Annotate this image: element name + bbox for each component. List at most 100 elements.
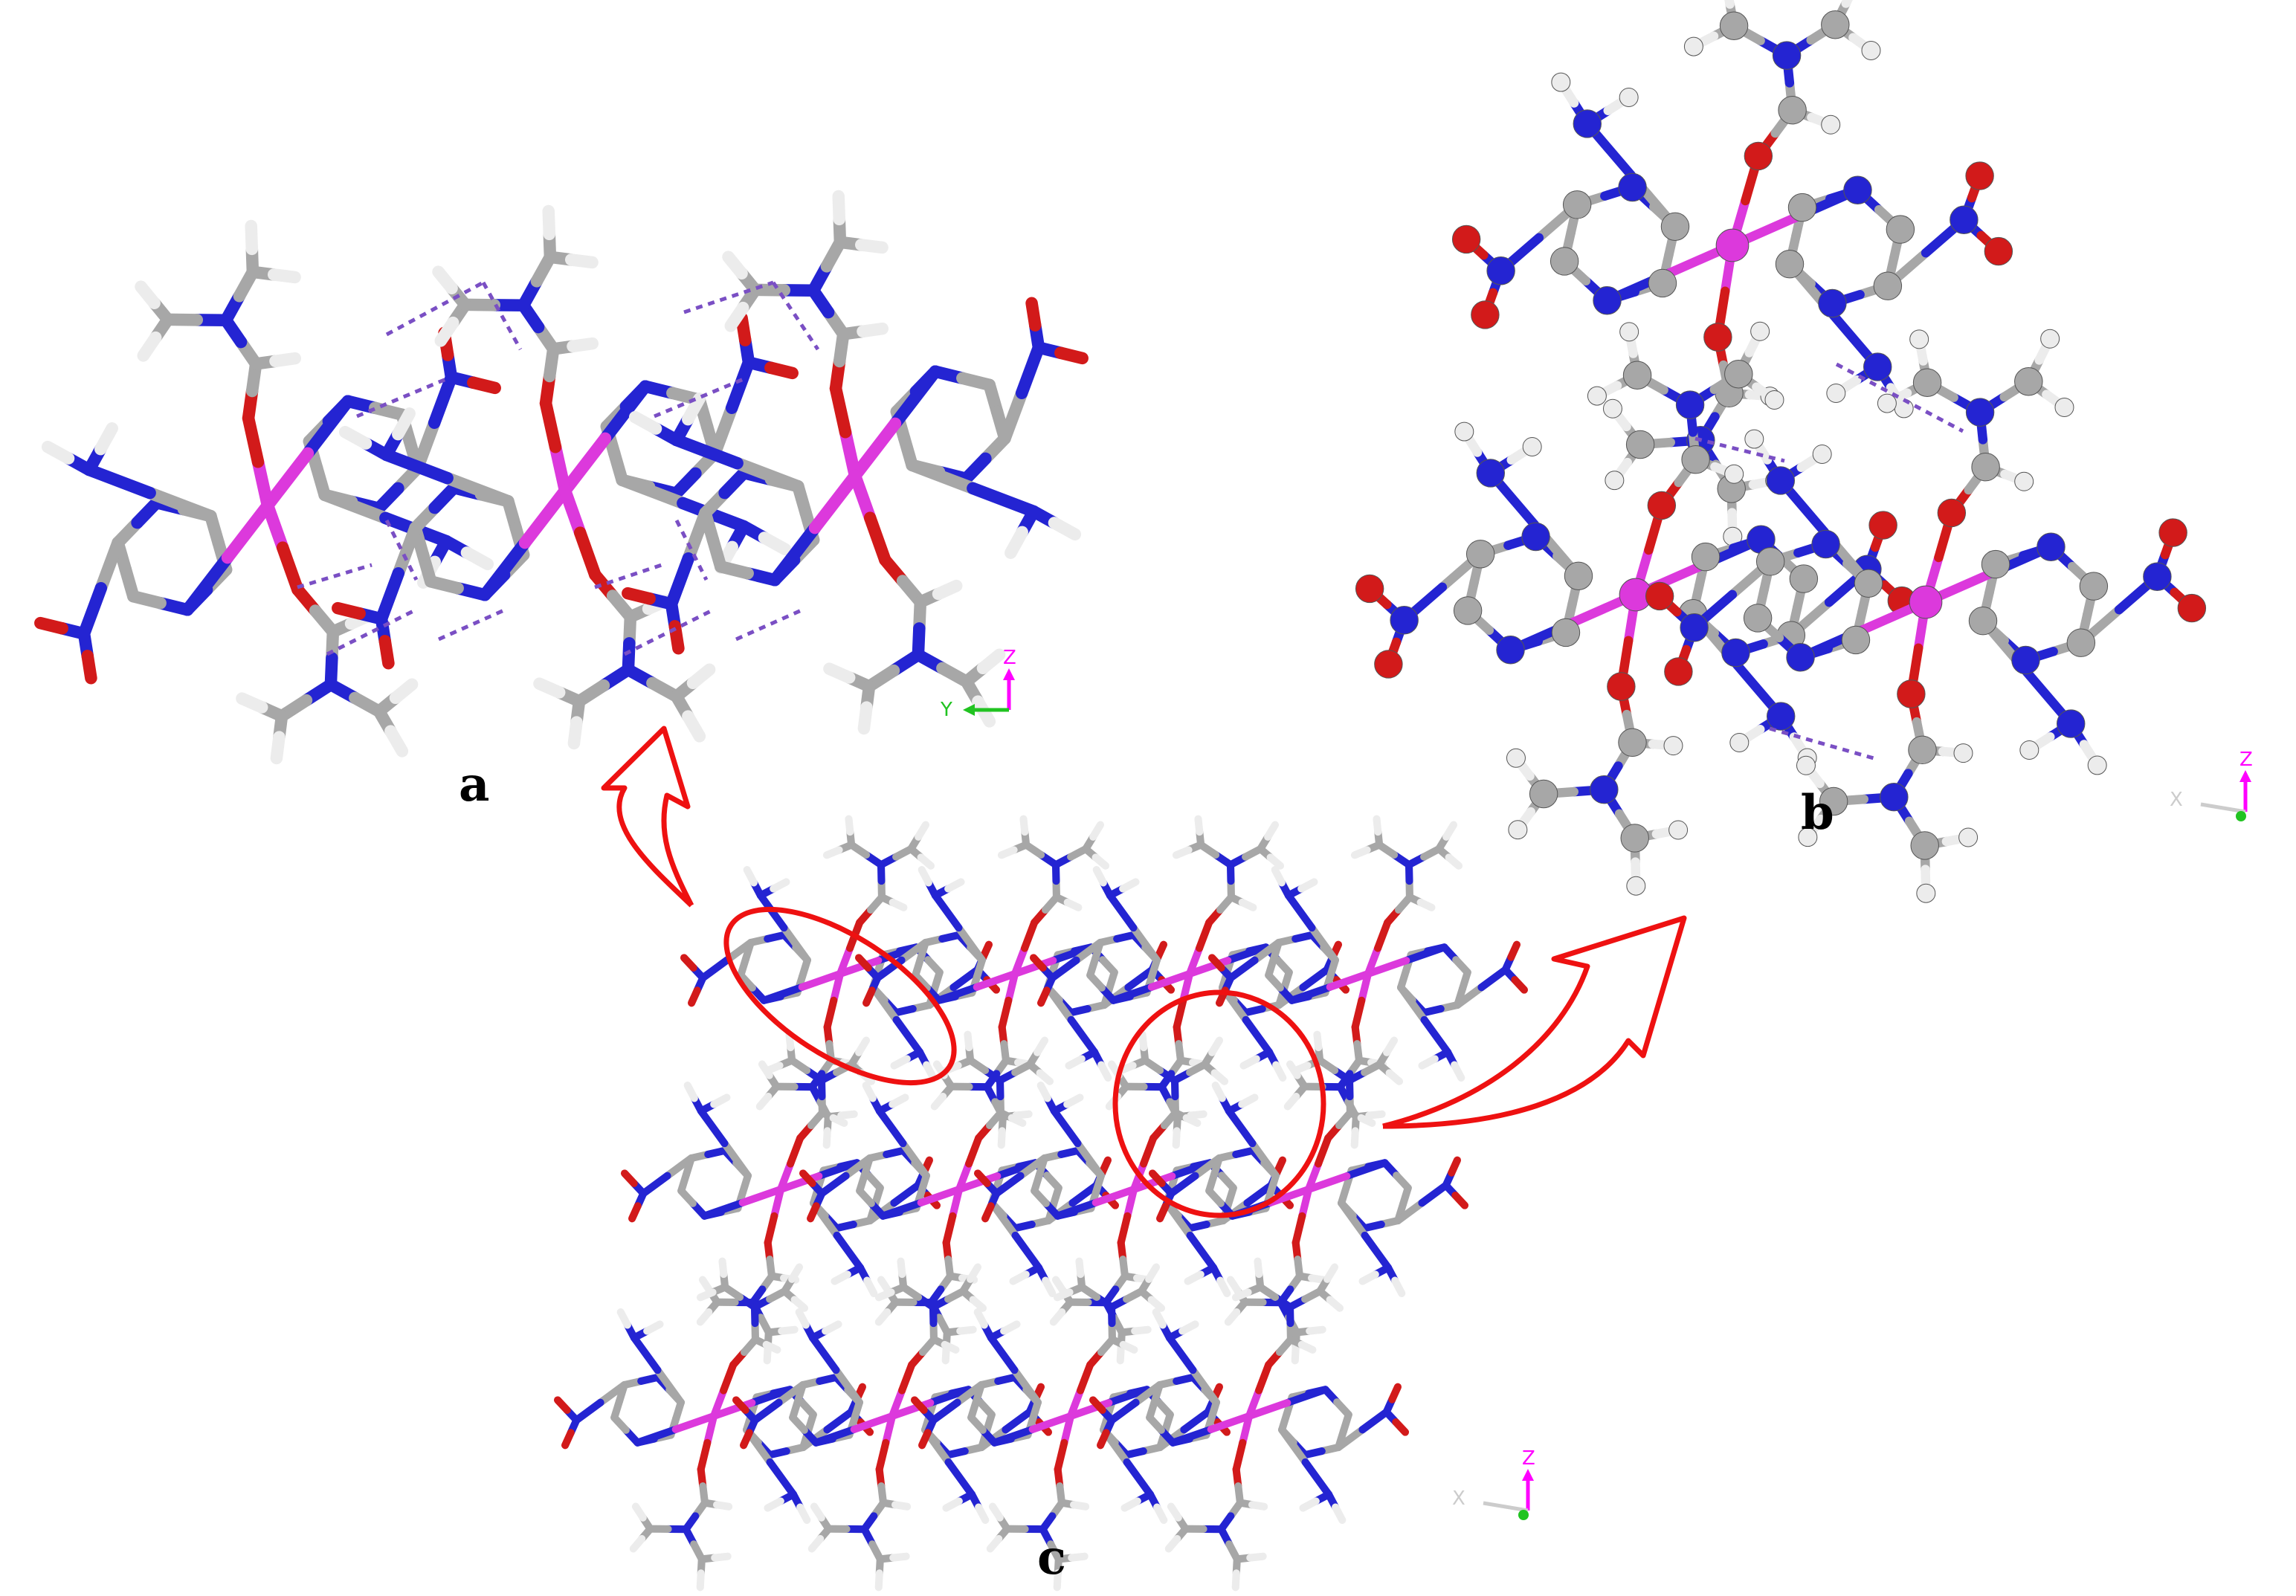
atom	[1981, 550, 2009, 578]
atom	[1454, 597, 1481, 624]
bond-half	[879, 1573, 880, 1587]
bond-half	[1071, 1557, 1084, 1558]
bond-half	[701, 1111, 724, 1143]
atom	[1812, 530, 1839, 558]
bond-half	[1127, 1462, 1150, 1494]
atom	[1522, 523, 1550, 550]
bond-half	[1054, 1111, 1077, 1143]
bond-half	[1236, 1443, 1243, 1470]
bond-half	[935, 1096, 943, 1106]
bond-half	[274, 274, 294, 277]
atom	[1745, 430, 1764, 448]
atom	[1477, 459, 1504, 487]
bond-half	[1390, 1073, 1399, 1081]
atom	[1954, 744, 1973, 763]
metal-complex	[1093, 1261, 1405, 1588]
hydrogen-bond	[439, 610, 506, 639]
bond-half	[723, 1365, 733, 1390]
bond-half	[845, 432, 855, 476]
bond-half	[744, 1432, 749, 1445]
atom	[1767, 702, 1794, 730]
bond-half	[1158, 945, 1164, 957]
atom	[1744, 142, 1772, 169]
bond-half	[900, 1261, 902, 1274]
axis-x-line	[1483, 1503, 1528, 1511]
bond-half	[894, 1059, 907, 1065]
bond-half	[855, 476, 870, 518]
bond-half	[632, 1206, 638, 1218]
atom	[1623, 361, 1651, 389]
bond-half	[1481, 970, 1505, 988]
atom	[1619, 173, 1646, 201]
bond-half	[1231, 1280, 1238, 1291]
bond-half	[1303, 1501, 1316, 1508]
bond-half	[628, 593, 649, 598]
bond-half	[1355, 1001, 1362, 1027]
atom	[2015, 368, 2042, 395]
bond-half	[381, 573, 399, 618]
bond-half	[100, 428, 112, 449]
bond-half	[1335, 1508, 1342, 1520]
bond-half	[565, 1432, 571, 1445]
bond-half	[1171, 1507, 1178, 1518]
bond-half	[345, 432, 366, 443]
bond-half	[558, 1400, 567, 1410]
bond-half	[1016, 1114, 1028, 1116]
bond-half	[1123, 1345, 1135, 1350]
atom	[1603, 399, 1622, 418]
bond-half	[978, 1508, 985, 1520]
bond-half	[385, 641, 389, 663]
bond-half	[1454, 1065, 1461, 1078]
bond-half	[1012, 1118, 1023, 1123]
bond-half	[1257, 1261, 1259, 1274]
bond-half	[1074, 1505, 1086, 1507]
bond-half	[949, 1462, 972, 1494]
bond-half	[1277, 1160, 1283, 1173]
atom	[1552, 73, 1570, 91]
atom	[1959, 828, 1978, 847]
atom	[1877, 394, 1896, 413]
bond-half	[88, 656, 91, 678]
atom	[1913, 369, 1941, 396]
bond-half	[799, 1312, 806, 1325]
bond-half	[1071, 1020, 1094, 1052]
axis-y-arrowhead	[963, 704, 975, 716]
bond-half	[760, 1096, 768, 1106]
hydrogen-bond	[483, 282, 520, 349]
bond-half	[1392, 1387, 1398, 1400]
bond-half	[773, 882, 786, 888]
bond-half	[880, 1111, 903, 1143]
bond-half	[775, 528, 815, 580]
atom	[1590, 775, 1618, 803]
bond-half	[1215, 1073, 1225, 1081]
bond-half	[827, 1131, 828, 1145]
panel-b-hbond-dimer	[1355, 0, 2205, 902]
bond-half	[1093, 825, 1100, 837]
bond-half	[684, 957, 694, 968]
bond-half	[1446, 825, 1454, 837]
bond-half	[985, 1206, 991, 1218]
atom	[1822, 115, 1840, 134]
bond-half	[755, 1403, 778, 1421]
bond-half	[1229, 1111, 1252, 1143]
bond-half	[933, 1403, 957, 1421]
bond-half	[277, 737, 280, 758]
bond-half	[1362, 1412, 1386, 1430]
atom	[1863, 353, 1891, 381]
bond-half	[714, 1097, 726, 1104]
bond-half	[835, 1274, 848, 1281]
bond-half	[1187, 1118, 1198, 1123]
bond-half	[1295, 1346, 1296, 1360]
atom	[1751, 322, 1770, 340]
atom	[1593, 287, 1621, 314]
bond-half	[967, 1035, 969, 1047]
bond-half	[814, 1507, 822, 1518]
bond-half	[688, 717, 699, 737]
bond-half	[1002, 850, 1014, 855]
bond-half	[1355, 850, 1367, 855]
bond-half	[837, 1235, 860, 1267]
atom	[1564, 562, 1592, 589]
bond-half	[715, 1557, 727, 1558]
